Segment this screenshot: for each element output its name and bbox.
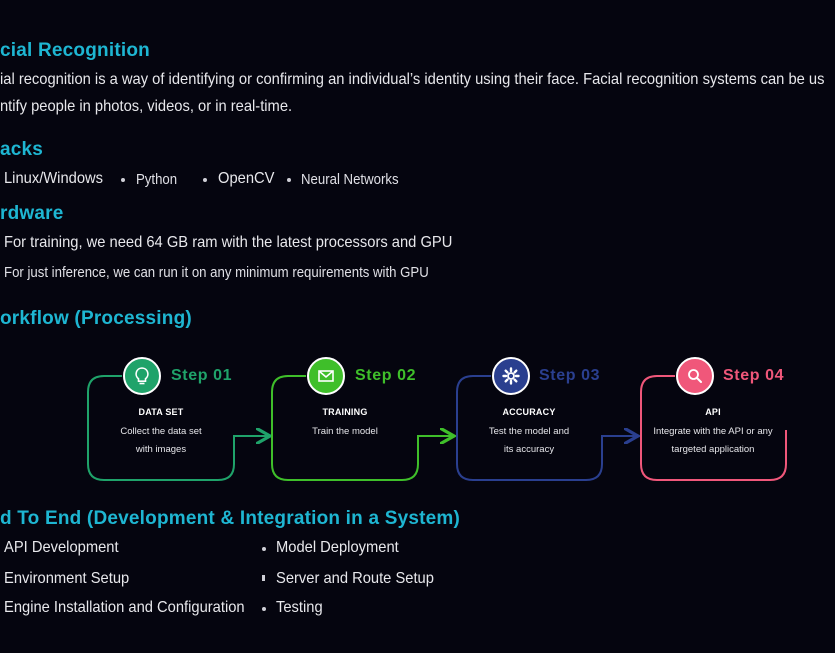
step-01-label: Step 01: [171, 367, 233, 384]
search-icon: [688, 369, 702, 383]
step-03-heading: ACCURACY: [502, 407, 556, 417]
step-03-desc-line-1: Test the model and: [488, 426, 570, 437]
step-02-badge: [307, 357, 345, 395]
step-04-frame: [640, 375, 787, 481]
bullet-dot: [287, 178, 291, 182]
hardware-item-inference: For just inference, we can run it on any…: [4, 264, 429, 281]
step-02-heading: TRAINING: [322, 407, 368, 417]
step-03-desc-line-2: its accuracy: [503, 444, 555, 455]
bullet-dot: [121, 178, 125, 182]
e2e-item-server-route-setup: Server and Route Setup: [276, 570, 434, 587]
stack-item-python: Python: [136, 171, 178, 188]
bullet-square: [262, 575, 265, 581]
e2e-item-engine-installation: Engine Installation and Configuration: [4, 599, 245, 616]
step-03-badge: [492, 357, 530, 395]
step-04-desc-line-2: targeted application: [671, 444, 755, 455]
bullet-dot: [203, 178, 207, 182]
step-04-desc-line-1: Integrate with the API or any: [653, 426, 773, 437]
lightbulb-icon: [135, 367, 149, 385]
step-04-label: Step 04: [723, 367, 785, 384]
facial-description-line-1: ial recognition is a way of identifying …: [0, 71, 825, 88]
section-title-facial-recognition: cial Recognition: [0, 40, 150, 61]
envelope-icon: [318, 370, 334, 382]
section-title-workflow: orkflow (Processing): [0, 308, 192, 329]
step-01-desc-line-1: Collect the data set: [120, 426, 202, 437]
bullet-dot: [262, 547, 266, 551]
step-03-label: Step 03: [539, 367, 601, 384]
e2e-item-model-deployment: Model Deployment: [276, 539, 399, 556]
stack-item-opencv: OpenCV: [218, 170, 275, 187]
step-03-frame: [456, 375, 636, 481]
e2e-item-environment-setup: Environment Setup: [4, 570, 130, 587]
hardware-item-training: For training, we need 64 GB ram with the…: [4, 234, 453, 251]
section-title-stacks: acks: [0, 139, 44, 160]
step-02-frame: [271, 375, 452, 481]
step-02-desc-line-1: Train the model: [312, 426, 378, 437]
step-01-desc-line-2: with images: [135, 444, 187, 455]
step-04-badge: [676, 357, 714, 395]
step-01-badge: [123, 357, 161, 395]
e2e-item-testing: Testing: [276, 599, 323, 616]
bullet-dot: [262, 607, 266, 611]
step-01-frame: [87, 375, 268, 481]
gear-icon: [502, 367, 520, 385]
stack-item-linux-windows: Linux/Windows: [4, 170, 104, 187]
step-01-heading: DATA SET: [138, 407, 184, 417]
facial-description-line-2: ntify people in photos, videos, or in re…: [0, 98, 293, 115]
section-title-end-to-end: d To End (Development & Integration in a…: [0, 508, 461, 529]
step-04-heading: API: [705, 407, 721, 417]
stack-item-neural-networks: Neural Networks: [301, 171, 399, 188]
e2e-item-api-development: API Development: [4, 539, 119, 556]
section-title-hardware: rdware: [0, 203, 64, 224]
step-02-label: Step 02: [355, 367, 417, 384]
